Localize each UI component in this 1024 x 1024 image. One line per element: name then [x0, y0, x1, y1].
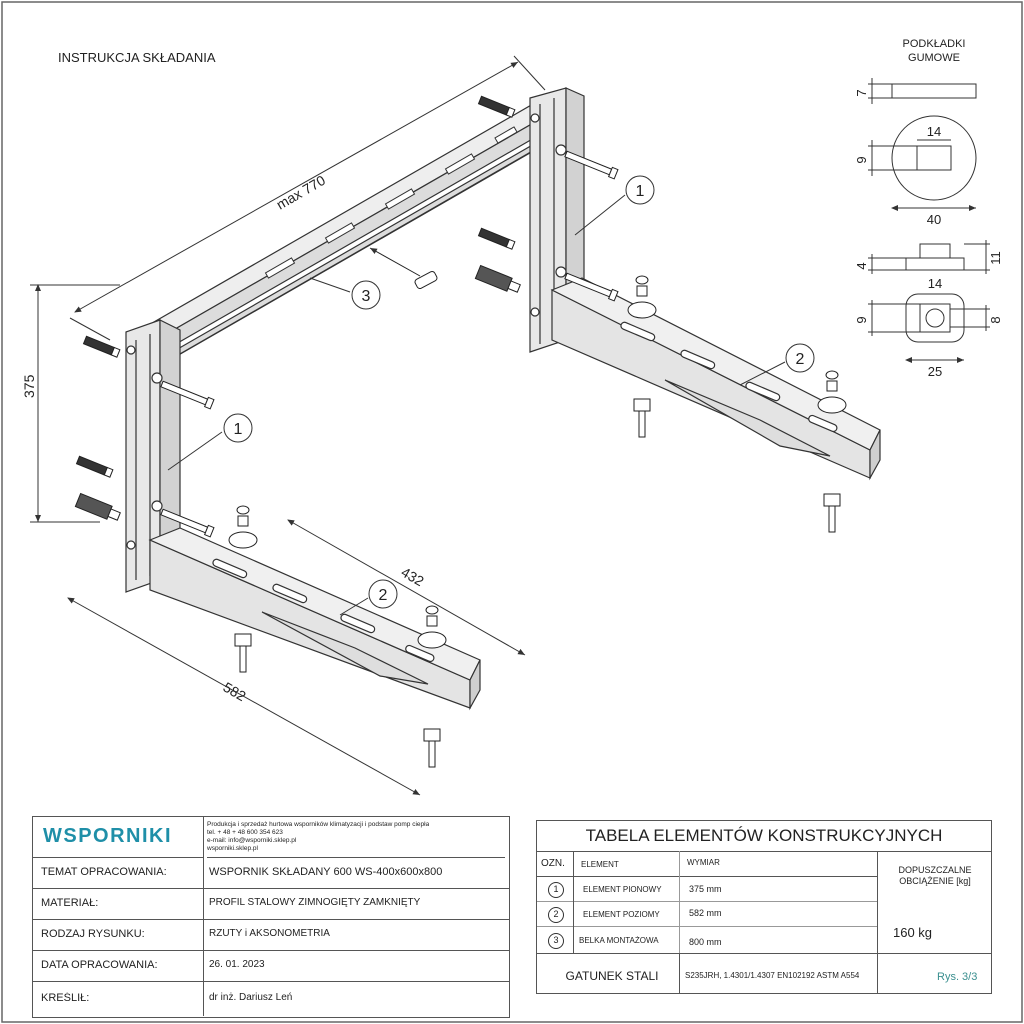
row-marker-circle	[548, 907, 564, 923]
info-value-material: PROFIL STALOWY ZIMNOGIĘTY ZAMKNIĘTY	[209, 897, 421, 908]
washer-sq-height: 9	[854, 316, 869, 323]
callout-horizontal-left	[339, 579, 398, 616]
steel-value: S235JRH, 1.4301/1.4307 EN102192 ASTM A55…	[685, 971, 860, 980]
row-ozn: 3	[553, 935, 559, 945]
row-wymiar: 582 mm	[689, 908, 722, 918]
info-label-type: RODZAJ RYSUNKU:	[41, 928, 145, 940]
info-label-date: DATA OPRACOWANIA:	[41, 959, 158, 971]
washer-sq-width: 14	[928, 276, 942, 291]
header-load: DOPUSZCZALNE OBCIĄŻENIE [kg]	[898, 865, 972, 886]
washer-inner: 8	[988, 316, 1003, 323]
washer-diameter: 40	[927, 212, 941, 227]
callout-vertical-right	[574, 175, 655, 236]
elements-table-title: TABELA ELEMENTÓW KONSTRUKCYJNYCH	[585, 826, 943, 845]
callout-beam	[309, 277, 381, 310]
drawing-title: INSTRUKCJA SKŁADANIA	[58, 50, 216, 65]
info-value-date: 26. 01. 2023	[209, 959, 265, 970]
table-row: 1 ELEMENT PIONOWY 375 mm	[537, 877, 877, 901]
header-wymiar: WYMIAR	[687, 858, 720, 867]
row-wymiar: 375 mm	[689, 884, 722, 894]
header-ozn: OZN.	[541, 858, 565, 869]
callout-horizontal-right	[739, 343, 815, 386]
washer-hole-width: 14	[927, 124, 941, 139]
washer-step-height: 4	[854, 262, 869, 269]
info-label-author: KREŚLIŁ:	[41, 992, 90, 1004]
dimension-lines	[30, 55, 546, 796]
header-element: ELEMENT	[581, 860, 619, 869]
info-row: KREŚLIŁ: dr inż. Dariusz Leń	[33, 981, 509, 1016]
row-wymiar: 800 mm	[689, 937, 722, 947]
info-row: DATA OPRACOWANIA: 26. 01. 2023	[33, 950, 509, 982]
washer-total-height: 11	[988, 251, 1003, 265]
right-horizontal-element	[550, 277, 881, 481]
beam-fastener	[369, 247, 438, 290]
washer-hole-height: 9	[854, 156, 869, 163]
callout-label-2a: 2	[796, 351, 805, 368]
company-line-4: wsporniki.sklep.pl	[207, 845, 258, 852]
washer-outer: 25	[928, 364, 942, 379]
info-value-author: dr inż. Dariusz Leń	[209, 992, 293, 1003]
info-table: WSPORNIKI Produkcja i sprzedaż hurtowa w…	[32, 816, 510, 1018]
info-row: RODZAJ RYSUNKU: RZUTY i AKSONOMETRIA	[33, 919, 509, 951]
callout-label-3: 3	[362, 288, 371, 305]
sheet-reference: Rys. 3/3	[937, 971, 978, 983]
company-line-1: Produkcja i sprzedaż hurtowa wsporników …	[207, 821, 430, 828]
callout-label-1b: 1	[234, 421, 243, 438]
row-ozn: 1	[553, 884, 559, 894]
callout-label-2b: 2	[379, 587, 388, 604]
company-line-3: e-mail: info@wsporniki.sklep.pl	[207, 837, 297, 844]
table-row: 3 BELKA MONTAŻOWA 800 mm	[537, 927, 877, 953]
row-element: ELEMENT PIONOWY	[583, 885, 662, 894]
row-element: ELEMENT POZIOMY	[583, 910, 660, 919]
info-value-type: RZUTY i AKSONOMETRIA	[209, 928, 330, 939]
row-marker-circle	[548, 882, 564, 898]
info-row: MATERIAŁ: PROFIL STALOWY ZIMNOGIĘTY ZAMK…	[33, 888, 509, 920]
company-logo: WSPORNIKI	[43, 825, 173, 847]
logo-cell: WSPORNIKI	[33, 817, 204, 858]
dim-height-label: 375	[21, 374, 37, 398]
elements-table: TABELA ELEMENTÓW KONSTRUKCYJNYCH OZN. EL…	[536, 820, 992, 994]
row-marker-circle	[548, 933, 564, 949]
load-value: 160 kg	[893, 925, 933, 940]
info-label-material: MATERIAŁ:	[41, 897, 99, 909]
dim-arm-label: 582	[221, 679, 249, 705]
callout-label-1a: 1	[636, 183, 645, 200]
row-element: BELKA MONTAŻOWA	[579, 936, 659, 945]
callout-vertical-left	[167, 413, 253, 471]
info-label-topic: TEMAT OPRACOWANIA:	[41, 866, 167, 878]
washer-detail: PODKŁADKI GUMOWE	[868, 38, 990, 363]
row-ozn: 2	[553, 909, 559, 919]
washer-title-2: GUMOWE	[908, 52, 960, 64]
company-info: Produkcja i sprzedaż hurtowa wsporników …	[207, 821, 505, 858]
info-row: TEMAT OPRACOWANIA: WSPORNIK SKŁADANY 600…	[33, 857, 509, 889]
washer-title-1: PODKŁADKI	[903, 38, 966, 50]
dim-length-label: max 770	[274, 172, 329, 213]
table-row: 2 ELEMENT POZIOMY 582 mm	[537, 902, 877, 926]
company-line-2: tel. + 48 + 48 600 354 623	[207, 829, 283, 836]
info-value-topic: WSPORNIK SKŁADANY 600 WS-400x600x800	[209, 866, 443, 878]
steel-label: GATUNEK STALI	[565, 969, 659, 983]
washer-thickness: 7	[854, 89, 869, 96]
